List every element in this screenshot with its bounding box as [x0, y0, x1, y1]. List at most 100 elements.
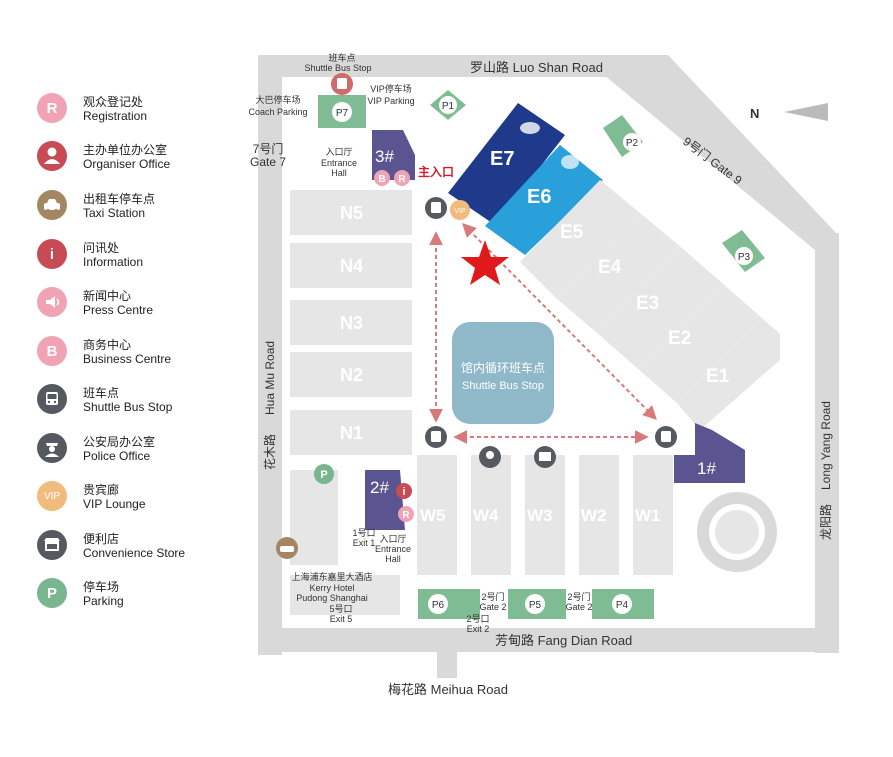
legend-label-en: Shuttle Bus Stop: [83, 400, 173, 414]
entrance-hall-en: Hall: [331, 168, 347, 178]
legend-label-cn: 停车场: [83, 580, 120, 594]
legend-label-cn: 贵宾廊: [83, 483, 120, 497]
gate7-en: Gate 7: [250, 155, 286, 169]
area-labels: 班车点 Shuttle Bus Stop 大巴停车场 Coach Parking…: [248, 52, 592, 634]
entrance-hall-1[interactable]: [674, 423, 745, 483]
registration-icon: [394, 170, 410, 186]
hall-n3[interactable]: [290, 300, 412, 345]
entrance-label: 3#: [375, 147, 394, 166]
hall-w4[interactable]: [471, 455, 511, 575]
hall-label: W2: [581, 506, 607, 525]
business-centre-icon: B: [37, 336, 67, 366]
parking-label: P1: [442, 101, 455, 112]
shuttle-top-cn: 班车点: [328, 52, 355, 63]
i-glyph: i: [402, 486, 405, 498]
hall-n4[interactable]: [290, 243, 412, 288]
organiser-office-icon: [37, 141, 67, 171]
vip-lounge-icon: VIP: [37, 481, 67, 511]
roads: [258, 55, 839, 678]
gate2-cn: 2号门: [567, 591, 590, 602]
entrance-hall-en: Entrance: [321, 158, 357, 168]
kerry-en2: Pudong Shanghai: [296, 593, 368, 603]
hua-mu-road: [258, 55, 282, 655]
parking-label: P2: [626, 138, 639, 149]
vip-lounge-icon: [450, 200, 470, 220]
entrance-hall-cn: 入口厅: [325, 147, 352, 157]
long-yang-road: [815, 233, 839, 653]
road-label-long-yang-en: Long Yang Road: [819, 401, 833, 490]
road-label-fang-dian: 芳甸路 Fang Dian Road: [495, 633, 632, 648]
hall-e7[interactable]: [448, 103, 565, 225]
legend-item: 出租车停车点 Taxi Station: [37, 190, 237, 234]
parking-label: P7: [336, 108, 349, 119]
legend-label-en: Taxi Station: [83, 206, 146, 220]
convenience-store-icon: [37, 530, 67, 560]
hall-n2[interactable]: [290, 352, 412, 397]
hall-w2[interactable]: [579, 455, 619, 575]
exit1-cn: 1号口: [352, 528, 375, 538]
kerry-hotel-block: [290, 470, 338, 565]
gate7-cn: 7号门: [253, 141, 284, 156]
legend-item: VIP 贵宾廊 VIP Lounge: [37, 481, 237, 525]
taxi-icon: [37, 190, 67, 220]
main-entrance-star-icon: [461, 240, 509, 285]
entrance-hall-3[interactable]: [372, 130, 415, 180]
legend-label-cn: 便利店: [83, 532, 120, 546]
parking-label: P6: [432, 600, 445, 611]
hall-label: N2: [340, 365, 363, 385]
parking-label: P4: [616, 600, 629, 611]
legend-label-en: Convenience Store: [83, 546, 186, 560]
business-centre-icon: [374, 170, 390, 186]
hall-e1[interactable]: [677, 318, 780, 430]
gate2-cn: 2号门: [481, 591, 504, 602]
legend-item: 主办单位办公室 Organiser Office: [37, 141, 237, 185]
meihua-road: [437, 650, 457, 678]
road-label-long-yang-cn: 龙阳路: [818, 504, 833, 540]
luo-shan-road: [258, 55, 668, 77]
road-label-hua-mu-en: Hua Mu Road: [263, 341, 277, 415]
information-icon: [396, 483, 412, 499]
legend-label-en: Parking: [83, 594, 124, 608]
legend-item: P 停车场 Parking: [37, 578, 237, 622]
registration-icon: R: [37, 93, 67, 123]
entrance-hall-2[interactable]: [365, 470, 405, 530]
hall-w5[interactable]: [417, 455, 457, 575]
parking-label: P: [320, 469, 327, 481]
registration-icon: [398, 506, 414, 522]
coach-parking-cn: 大巴停车场: [255, 94, 300, 105]
e7-logo-icon: [520, 122, 540, 134]
hall-label: E1: [706, 366, 730, 387]
roundabout-center: [715, 510, 759, 554]
parking-label: P3: [738, 252, 751, 263]
legend-label-cn: 观众登记处: [83, 95, 144, 109]
hall-label: W1: [635, 506, 661, 525]
vip-parking-cn: VIP停车场: [370, 83, 412, 94]
hall-w3[interactable]: [525, 455, 565, 575]
north-arrow: N: [750, 103, 828, 121]
legend-label-cn: 问讯处: [83, 241, 120, 255]
hall-label: E2: [668, 328, 691, 349]
north-label: N: [750, 106, 759, 121]
hall-e2[interactable]: [637, 283, 762, 403]
b-glyph: B: [378, 174, 385, 185]
entrance-label: 1#: [697, 459, 716, 478]
legend-label-en: Business Centre: [83, 352, 172, 366]
hall-n5[interactable]: [290, 190, 412, 235]
hall-label: N4: [340, 256, 363, 276]
legend-label-en: Press Centre: [83, 303, 154, 317]
hall-w1[interactable]: [633, 455, 673, 575]
hall-label: E7: [490, 148, 514, 170]
legend-item: R 观众登记处 Registration: [37, 93, 237, 137]
entrance-halls: 3# 2# 1#: [365, 130, 745, 530]
vip-parking-en: VIP Parking: [367, 96, 414, 106]
entrance-label: 2#: [370, 478, 389, 497]
legend-label-cn: 主办单位办公室: [83, 143, 168, 157]
legend-item: B 商务中心 Business Centre: [37, 336, 237, 380]
road-label-luo-shan: 罗山路 Luo Shan Road: [470, 60, 603, 75]
main-entrance-label: 主入口: [418, 164, 454, 179]
hall-label: W3: [527, 506, 553, 525]
legend-label-cn: 商务中心: [83, 338, 132, 352]
hall-n1[interactable]: [290, 410, 412, 455]
hall-label: W5: [420, 506, 446, 525]
legend-label-en: Police Office: [83, 449, 151, 463]
